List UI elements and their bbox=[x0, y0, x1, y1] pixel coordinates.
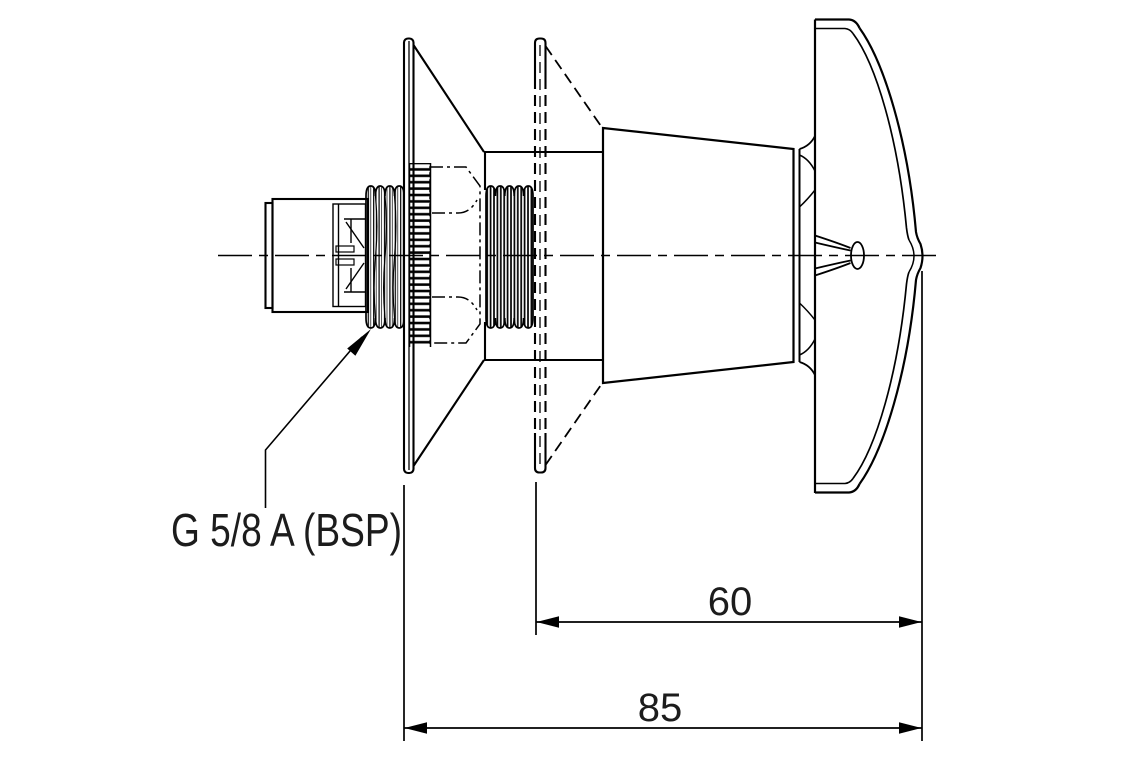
hex-face-edge-bottom bbox=[432, 296, 478, 311]
thread-male-g58 bbox=[365, 185, 405, 329]
dimension-60: 60 bbox=[535, 482, 922, 635]
dim-arrow-left-85 bbox=[404, 722, 427, 734]
dimension-60-value: 60 bbox=[708, 580, 753, 624]
hex-outline bbox=[429, 166, 481, 344]
spoke-web bbox=[814, 234, 851, 277]
thread-silhouette-rear bbox=[485, 185, 534, 329]
dimension-85: 85 bbox=[403, 271, 923, 741]
dim-arrow-right-85 bbox=[899, 722, 922, 734]
handwheel-inner-profile-bottom bbox=[852, 271, 910, 480]
handwheel-inner-profile-top bbox=[852, 32, 910, 241]
thread-flank-lines bbox=[373, 195, 397, 319]
bonnet-body bbox=[483, 150, 603, 362]
handwheel-bottom-rim bbox=[815, 483, 861, 494]
escutcheon-front-cone bbox=[412, 44, 485, 467]
dimension-85-value: 85 bbox=[638, 686, 683, 730]
locknut-hex-phantom bbox=[429, 166, 481, 344]
thread-section-rear bbox=[485, 185, 534, 329]
dim-arrow-right-60 bbox=[899, 616, 922, 628]
leader-arrowhead bbox=[347, 329, 371, 356]
dim-arrow-left-60 bbox=[536, 616, 559, 628]
handwheel-top-rim bbox=[815, 18, 861, 29]
leader-line bbox=[264, 336, 363, 508]
hex-face-edge-top bbox=[432, 199, 478, 214]
thread-callout-label: G 5/8 A (BSP) bbox=[171, 504, 402, 556]
leader-callout: G 5/8 A (BSP) bbox=[171, 329, 402, 556]
